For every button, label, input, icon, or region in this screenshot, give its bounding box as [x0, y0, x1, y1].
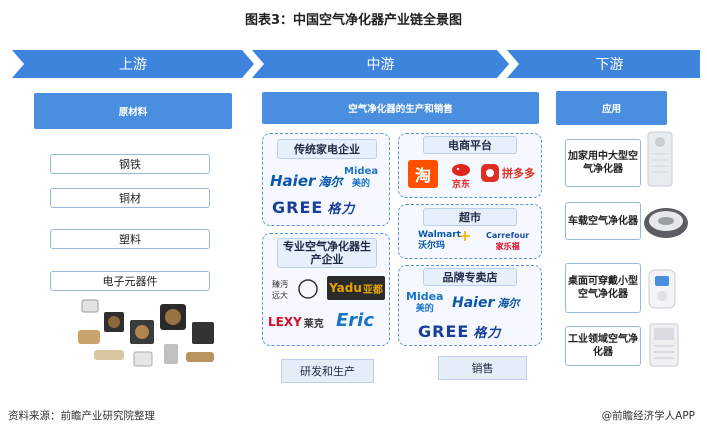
downstream-chevron	[507, 50, 700, 78]
raw-item-steel: 钢铁	[50, 154, 210, 174]
desktop-purifier-image	[648, 269, 676, 309]
jd-dog-icon	[452, 164, 470, 176]
raw-item-electronics: 电子元器件	[50, 271, 210, 291]
ecommerce-label: 电商平台	[423, 136, 517, 154]
supermarket-label: 超市	[423, 208, 517, 226]
stage-chevrons	[12, 50, 700, 78]
sales-button: 销售	[438, 356, 527, 380]
walmart-spark-icon	[460, 231, 470, 241]
brand-store-label: 品牌专卖店	[423, 268, 517, 286]
midstream-chevron	[252, 50, 509, 78]
midstream-header: 空气净化器的生产和销售	[262, 92, 539, 124]
professional-enterprise-label: 专业空气净化器生产企业	[277, 238, 377, 268]
source-note: 资料来源：前瞻产业研究院整理	[8, 410, 155, 422]
app-industrial: 工业领域空气净化器	[565, 326, 641, 366]
taobao-logo: 淘	[408, 160, 438, 188]
car-purifier-image	[644, 208, 688, 238]
electronic-components-image	[78, 299, 214, 367]
eric-logo: Eric	[336, 309, 375, 331]
svg-text:远大: 远大	[272, 290, 288, 300]
raw-item-copper: 铜材	[50, 188, 210, 208]
traditional-enterprise-label: 传统家电企业	[277, 139, 377, 159]
footer-brand: @前瞻经济学人APP	[601, 410, 695, 422]
raw-item-plastic: 塑料	[50, 229, 210, 249]
brand-icon-left: 臻沔 远大	[272, 279, 318, 300]
page-title: 图表3：中国空气净化器产业链全景图	[244, 13, 463, 28]
supermarket-group	[398, 204, 542, 259]
downstream-header: 应用	[556, 91, 667, 125]
svg-text:臻沔: 臻沔	[272, 279, 288, 289]
jd-logo: 京东	[446, 158, 476, 190]
home-purifier-image	[647, 131, 673, 187]
stage-downstream: 下游	[595, 57, 624, 73]
upstream-chevron	[12, 50, 254, 78]
app-home-large: 加家用中大型空气净化器	[565, 139, 641, 187]
pdd-icon	[481, 164, 499, 182]
rd-production-button: 研发和生产	[281, 359, 374, 383]
stage-midstream: 中游	[366, 57, 395, 73]
stage-upstream: 上游	[119, 57, 147, 73]
app-vehicle: 车载空气净化器	[565, 202, 641, 240]
pdd-logo: 拼多多	[502, 167, 535, 180]
upstream-header: 原材料	[34, 93, 232, 129]
app-desktop-wearable: 桌面可穿戴小型空气净化器	[565, 263, 641, 313]
industrial-purifier-image	[649, 323, 679, 367]
